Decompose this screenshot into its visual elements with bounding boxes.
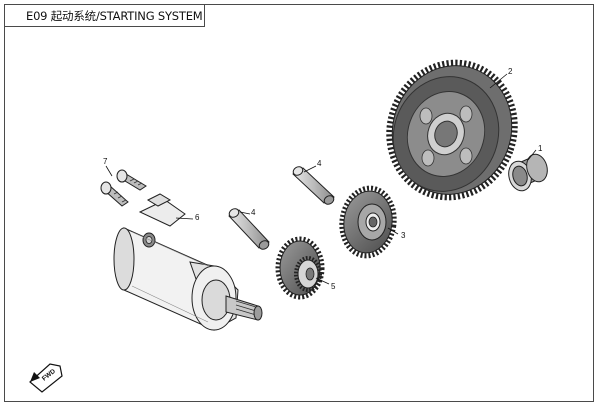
callout-1: 1 xyxy=(538,144,543,153)
page-title: E09 起动系统/STARTING SYSTEM xyxy=(26,9,203,23)
callout-6: 6 xyxy=(195,213,200,222)
callout-4-upper: 4 xyxy=(317,159,322,168)
bearing-part-1 xyxy=(508,153,548,192)
callout-5: 5 xyxy=(331,282,336,291)
callout-4-lower: 4 xyxy=(251,208,256,217)
leader-lines xyxy=(105,73,537,285)
title-block xyxy=(4,4,205,27)
fwd-direction-badge: FWD xyxy=(29,363,63,393)
bolt-part-7-upper xyxy=(116,169,147,191)
bolt-part-7-lower xyxy=(100,181,129,207)
drawing-frame xyxy=(4,4,594,402)
callout-7: 7 xyxy=(103,157,108,166)
starter-motor-part-6 xyxy=(113,193,263,331)
idler-gear-part-3 xyxy=(339,185,397,259)
callout-2: 2 xyxy=(508,67,513,76)
callout-3: 3 xyxy=(401,231,406,240)
compound-gear-part-5 xyxy=(275,236,325,300)
shaft-pin-part-4-lower xyxy=(228,208,270,250)
ring-gear-part-2 xyxy=(386,59,518,201)
shaft-pin-part-4-upper xyxy=(292,166,335,205)
